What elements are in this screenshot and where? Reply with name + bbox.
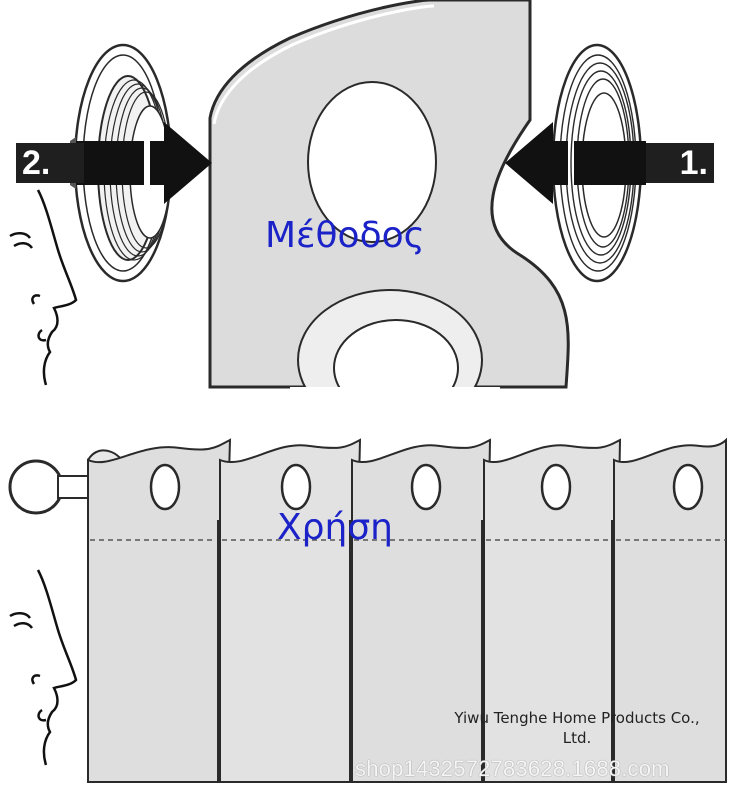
step-1-label: 1. bbox=[646, 143, 714, 183]
curtain-hole-upper bbox=[307, 81, 437, 243]
company-name: Yiwu Tenghe Home Products Co., Ltd. bbox=[454, 709, 700, 747]
step-2-label: 2. bbox=[16, 143, 84, 183]
rod-finial bbox=[8, 459, 64, 515]
face-profile-bottom bbox=[9, 569, 78, 766]
curtain-panels bbox=[87, 437, 727, 783]
curtain-fold-edge bbox=[212, 4, 435, 125]
method-caption: Μέθοδος bbox=[265, 215, 425, 256]
top-panel bbox=[9, 0, 646, 437]
bottom-panel bbox=[8, 437, 727, 783]
arrow-left-icon bbox=[505, 122, 646, 204]
watermark: shop1432572783628.1688.com bbox=[355, 756, 670, 781]
usage-caption: Χρήση bbox=[277, 507, 393, 548]
face-profile-top bbox=[9, 189, 78, 386]
grommet-lower bbox=[290, 289, 500, 437]
curtain-grommets bbox=[149, 463, 704, 511]
